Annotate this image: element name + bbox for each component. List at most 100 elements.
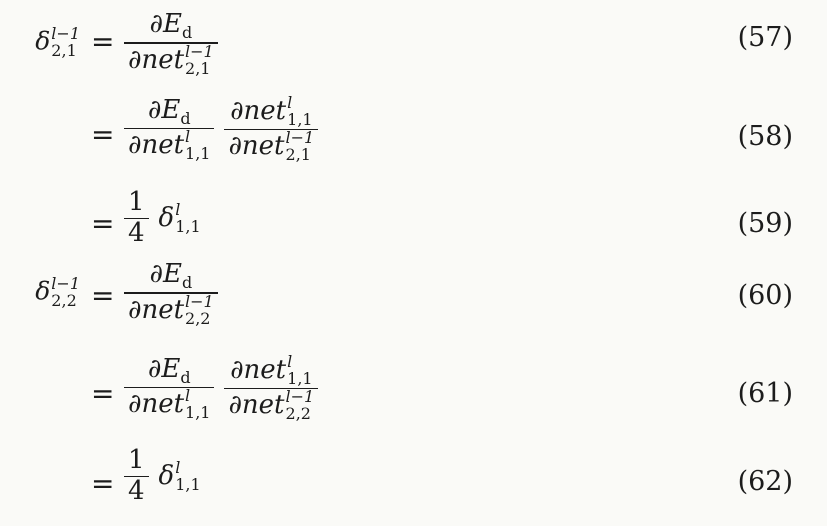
num-base: ∂E bbox=[147, 353, 181, 384]
num-sub: d bbox=[181, 23, 193, 42]
subscript: 1,1 bbox=[175, 216, 201, 236]
fraction-bar bbox=[124, 42, 218, 44]
superscript: l−1 bbox=[51, 24, 80, 43]
den-base: ∂net bbox=[228, 389, 285, 420]
fraction-bar bbox=[124, 386, 215, 389]
den-sup: l bbox=[185, 386, 191, 406]
num-base: ∂E bbox=[149, 259, 182, 289]
fraction-bar bbox=[124, 217, 149, 220]
delta-symbol: δ bbox=[35, 26, 51, 56]
num-sub: d bbox=[180, 367, 191, 387]
den-base: ∂net bbox=[128, 294, 185, 325]
fraction: 1 4 bbox=[124, 187, 149, 249]
num-base: ∂net bbox=[230, 95, 287, 126]
equation-number: (60) bbox=[737, 280, 793, 311]
equation-number: (57) bbox=[737, 22, 793, 53]
den-sup: l−1 bbox=[185, 291, 214, 311]
num-sub: d bbox=[181, 273, 193, 292]
den-sub: 2,1 bbox=[185, 58, 211, 78]
superscript: l bbox=[175, 199, 181, 219]
delta-symbol: δ bbox=[158, 460, 175, 491]
denominator: 4 bbox=[128, 476, 145, 507]
numerator: 1 bbox=[128, 445, 145, 475]
num-base: ∂E bbox=[147, 94, 181, 125]
delta-symbol: δ bbox=[35, 276, 51, 306]
num-sub: 1,1 bbox=[287, 109, 313, 129]
den-base: ∂net bbox=[228, 130, 285, 161]
superscript: l−1 bbox=[51, 274, 80, 293]
numerator: ∂Ed bbox=[144, 94, 195, 128]
den-sup: l−1 bbox=[285, 128, 315, 148]
den-sup: l bbox=[185, 127, 191, 147]
fraction: 1 4 bbox=[124, 445, 149, 507]
numerator: ∂Ed bbox=[146, 259, 197, 292]
den-sub: 2,2 bbox=[185, 308, 211, 328]
subscript: 1,1 bbox=[175, 474, 201, 494]
numerator: ∂Ed bbox=[146, 9, 197, 42]
num-sub: d bbox=[180, 108, 191, 128]
den-sup: l−1 bbox=[185, 41, 214, 61]
den-base: ∂net bbox=[128, 389, 185, 420]
equals-sign: = bbox=[91, 207, 115, 240]
equation-number: (59) bbox=[737, 208, 793, 239]
denominator: 4 bbox=[128, 218, 145, 249]
num-base: ∂net bbox=[230, 354, 287, 385]
den-base: ∂net bbox=[128, 130, 185, 161]
den-base: ∂net bbox=[128, 44, 185, 75]
subscript: 2,2 bbox=[51, 290, 77, 310]
num-sup: l bbox=[287, 352, 293, 371]
fraction-bar bbox=[224, 387, 319, 390]
numerator: 1 bbox=[128, 187, 145, 217]
den-sub: 1,1 bbox=[185, 403, 211, 423]
num-base: ∂E bbox=[149, 9, 182, 39]
num-sub: 1,1 bbox=[287, 368, 313, 388]
equals-sign: = bbox=[91, 377, 115, 410]
den-sub: 2,2 bbox=[285, 403, 311, 423]
subscript: 2,1 bbox=[51, 40, 77, 60]
equals-sign: = bbox=[91, 467, 115, 500]
den-sub: 1,1 bbox=[185, 144, 211, 164]
den-sub: 2,1 bbox=[285, 144, 311, 164]
fraction-bar bbox=[124, 127, 215, 130]
equation-number: (61) bbox=[737, 378, 793, 409]
numerator: ∂Ed bbox=[144, 353, 195, 387]
fraction-bar bbox=[124, 292, 218, 294]
num-sup: l bbox=[287, 93, 293, 112]
superscript: l bbox=[175, 457, 181, 477]
equals-sign: = bbox=[91, 279, 115, 312]
equals-sign: = bbox=[91, 118, 115, 151]
delta-symbol: δ bbox=[158, 202, 175, 233]
fraction-bar bbox=[124, 475, 149, 478]
equals-sign: = bbox=[91, 25, 115, 58]
